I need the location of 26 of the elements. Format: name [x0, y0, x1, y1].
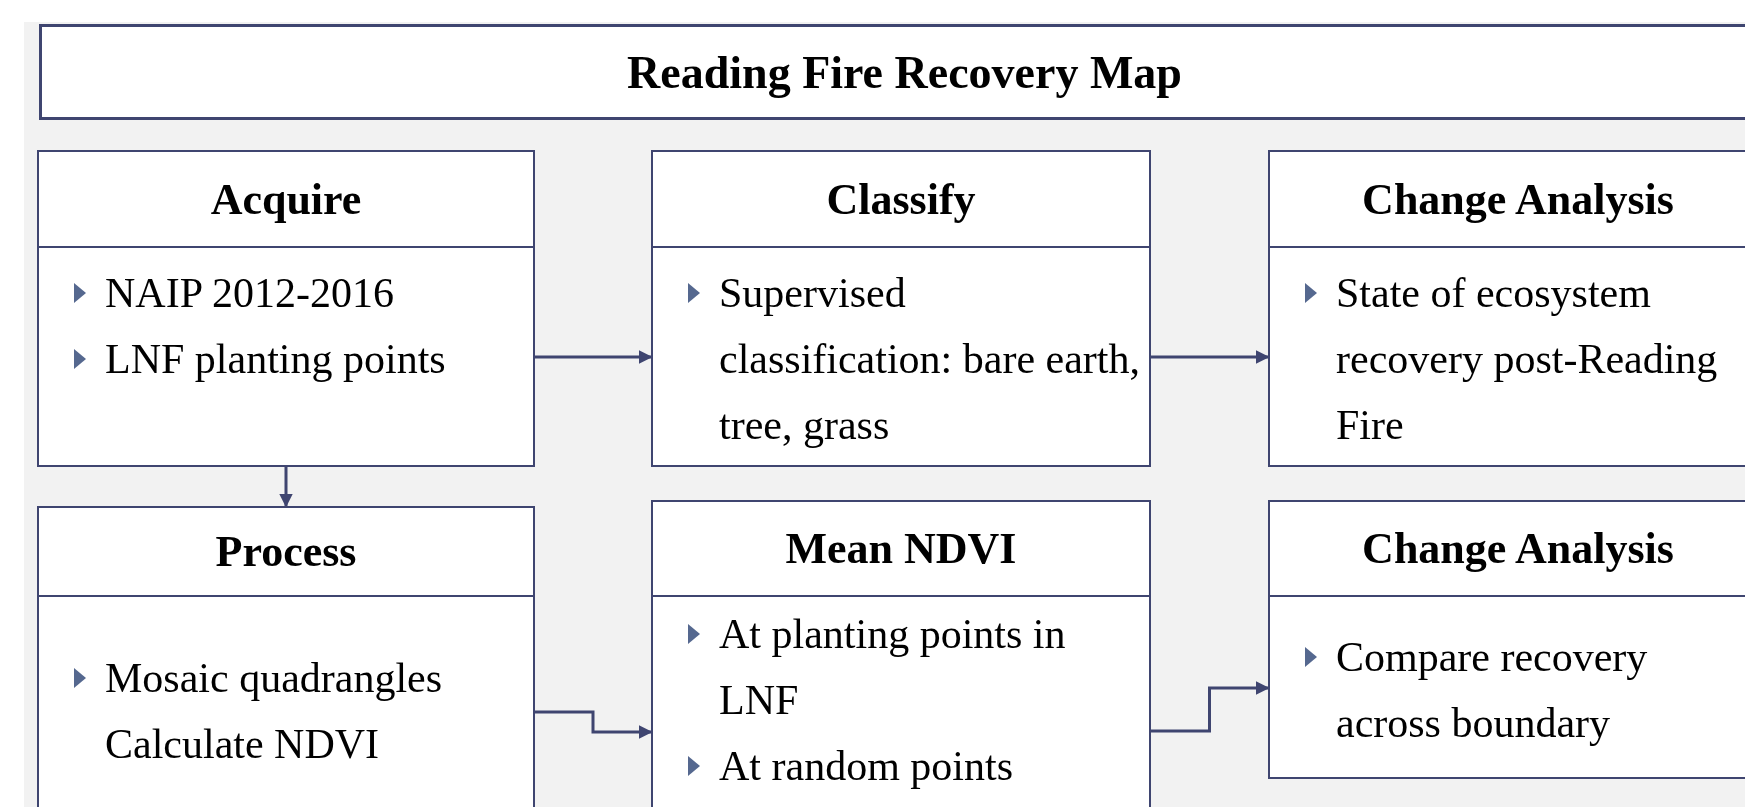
bullet-text: LNF planting points	[105, 335, 446, 384]
process-box	[651, 150, 1151, 467]
arrow	[279, 467, 293, 508]
bullet-text: Compare recovery across boundary	[1336, 633, 1649, 748]
bullet-text: At random points	[719, 742, 1013, 791]
process-box	[1268, 500, 1745, 779]
step-heading: Mean NDVI	[785, 523, 1017, 574]
arrow	[1151, 350, 1270, 364]
step-heading: Change Analysis	[1362, 173, 1674, 225]
process-box	[651, 500, 1151, 807]
arrow	[1151, 681, 1270, 733]
bullet-text: NAIP 2012-2016	[105, 269, 394, 318]
arrow	[535, 350, 653, 364]
step-heading: Change Analysis	[1362, 523, 1674, 574]
bullet-text: State of ecosystem recovery post-Reading Fire	[1336, 269, 1719, 450]
process-box	[37, 506, 535, 807]
step-heading: Process	[215, 526, 357, 577]
process-box	[37, 150, 535, 467]
diagram-title: Reading Fire Recovery Map	[627, 45, 1182, 99]
step-heading: Acquire	[210, 173, 362, 225]
process-box	[1268, 150, 1745, 467]
step-heading: Classify	[826, 173, 976, 225]
bullet-text: Supervised classification: bare earth, tree, grass	[719, 269, 1141, 450]
bullet-text: At planting points in LNF	[719, 610, 1067, 725]
arrow	[535, 710, 653, 739]
bullet-text: Mosaic quadrangles Calculate NDVI	[105, 654, 444, 769]
